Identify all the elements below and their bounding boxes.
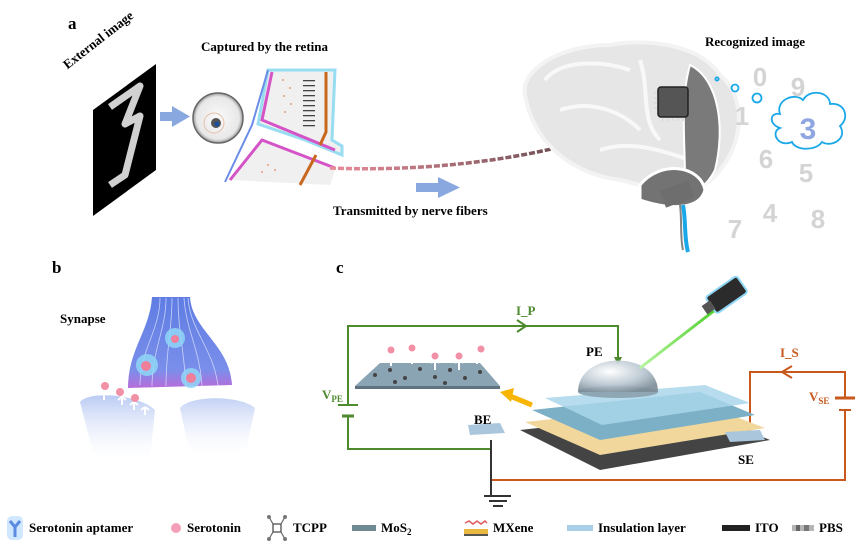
digit-8: 8 — [811, 204, 825, 234]
arrow-transmit-icon — [416, 177, 460, 198]
serotonin-icon — [171, 523, 181, 533]
v-se-main: V — [809, 389, 819, 404]
legend-item-pbs: PBS — [792, 508, 843, 548]
legend-item-ito: ITO — [722, 508, 779, 548]
sensor-device — [468, 360, 770, 470]
thought-cloud-icon — [714, 76, 847, 150]
legend-label: Serotonin aptamer — [29, 520, 134, 535]
digit-4: 4 — [763, 198, 778, 228]
v-pe-main: V — [322, 387, 332, 402]
current-p-label: I_P — [516, 303, 536, 318]
ito-icon — [722, 525, 750, 531]
panel-label-b: b — [52, 258, 62, 277]
legend-item-tcpp: TCPP — [266, 508, 327, 548]
pe-label: PE — [586, 344, 603, 359]
transmitted-label: Transmitted by nerve fibers — [333, 203, 488, 218]
zoom-arrow-icon — [500, 388, 533, 408]
legend-item-mos2: MoS2 — [352, 508, 412, 548]
panel-label-c: c — [336, 258, 344, 277]
digit-9: 9 — [791, 72, 805, 102]
legend-label: Insulation layer — [598, 520, 686, 535]
retina-cross-section — [224, 68, 344, 186]
brain-illustration — [522, 40, 741, 253]
digit-1: 1 — [735, 101, 749, 131]
tcpp-icon — [267, 515, 287, 541]
pbs-icon — [792, 525, 814, 531]
chip-icon — [654, 86, 689, 121]
mos2-sheet-inset — [355, 344, 500, 389]
laser-source-icon — [701, 275, 748, 315]
recognized-digit: 3 — [800, 113, 817, 146]
insulation-layer-icon — [567, 525, 593, 531]
external-image-card — [93, 64, 156, 216]
legend-item-serotonin-aptamer: Serotonin aptamer — [6, 508, 133, 548]
v-se-label: VSE — [809, 389, 829, 406]
synapse-label: Synapse — [60, 311, 106, 326]
captured-label: Captured by the retina — [201, 39, 328, 54]
be-label: BE — [474, 412, 492, 427]
digit-5: 5 — [799, 158, 813, 188]
legend-label: PBS — [819, 520, 843, 535]
legend-label: MoS2 — [381, 520, 412, 537]
legend: Serotonin aptamer Serotonin TCPP MoS2 MX… — [0, 508, 865, 548]
legend-label: Serotonin — [187, 520, 241, 535]
recognized-label: Recognized image — [705, 34, 806, 49]
synapse-illustration — [80, 297, 255, 460]
mos2-main: MoS — [381, 519, 407, 535]
legend-item-insulation-layer: Insulation layer — [567, 508, 686, 548]
laser-beam — [639, 308, 716, 370]
ground-icon — [484, 440, 511, 507]
se-label: SE — [738, 452, 754, 467]
legend-label: MXene — [493, 520, 534, 535]
digit-7: 7 — [728, 214, 742, 244]
v-pe-sub: PE — [331, 394, 343, 404]
digit-6: 6 — [759, 144, 773, 174]
v-pe-label: VPE — [322, 387, 343, 404]
mxene-icon — [464, 520, 488, 536]
pe-circuit — [338, 319, 622, 450]
current-s-label: I_S — [780, 345, 799, 360]
mos2-icon — [352, 525, 376, 531]
panel-label-a: a — [68, 14, 77, 33]
legend-item-mxene: MXene — [464, 508, 533, 548]
digit-0: 0 — [753, 62, 767, 92]
serotonin-aptamer-icon — [7, 516, 23, 540]
mos2-sub: 2 — [407, 526, 412, 537]
eye-icon — [192, 92, 244, 144]
legend-label: ITO — [755, 520, 779, 535]
legend-item-serotonin: Serotonin — [170, 508, 241, 548]
arrow-to-retina-icon — [160, 106, 190, 127]
v-se-sub: SE — [818, 396, 830, 406]
legend-label: TCPP — [293, 520, 327, 535]
